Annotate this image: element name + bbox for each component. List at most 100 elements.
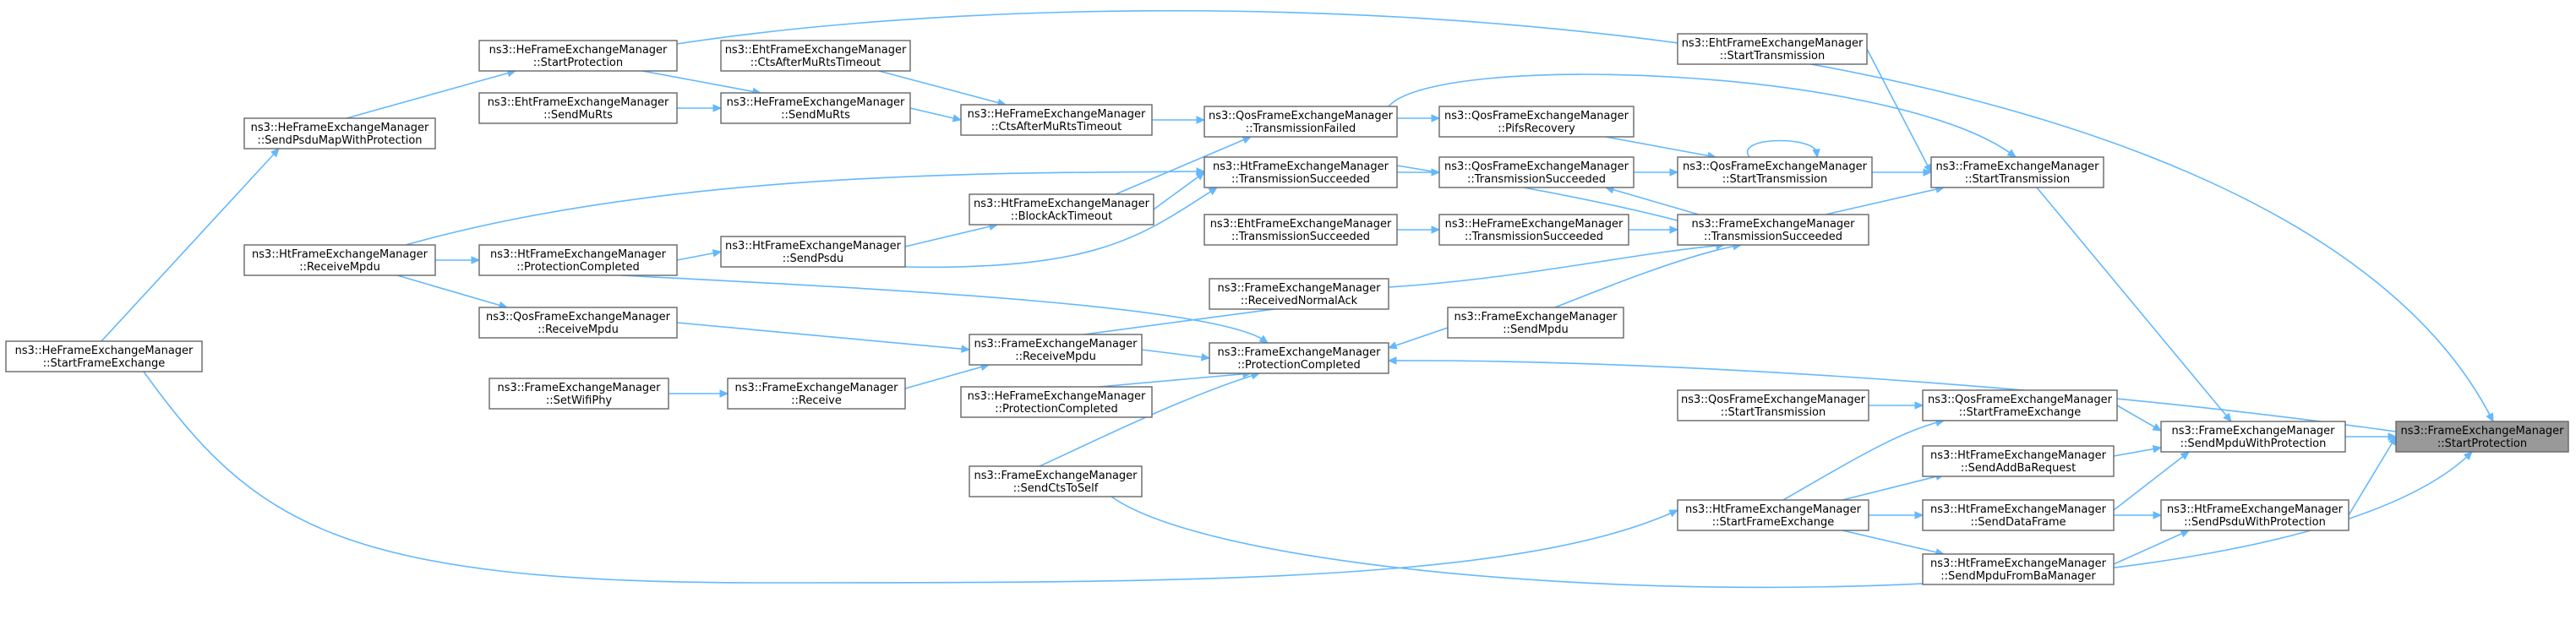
node-feSendMpduWithProtection[interactable]: ns3::FrameExchangeManager::SendMpduWithP…: [2160, 421, 2346, 453]
node-htSendAddBaRequest[interactable]: ns3::HtFrameExchangeManager::SendAddBaRe…: [1922, 445, 2115, 477]
node-htSendPsduWithProtection[interactable]: ns3::HtFrameExchangeManager::SendPsduWit…: [2160, 499, 2350, 531]
node-ehtSendMuRts[interactable]: ns3::EhtFrameExchangeManager::SendMuRts: [478, 92, 678, 124]
node-feSendMpdu[interactable]: ns3::FrameExchangeManager::SendMpdu: [1447, 307, 1624, 339]
node-label-line1: ns3::QosFrameExchangeManager: [1209, 110, 1394, 122]
edge-heStartFrameExchange-to-htStartFrameExchange: [143, 371, 1678, 584]
edge-heSendPsduMapWithProtection-to-heStartProtection: [346, 70, 516, 119]
edge-htReceiveMpdu-to-qosReceiveMpdu: [396, 274, 508, 308]
node-htSendDataFrame[interactable]: ns3::HtFrameExchangeManager::SendDataFra…: [1922, 499, 2115, 531]
node-box: [478, 307, 678, 339]
arrowhead-htReceiveMpdu-to-htTransmissionSucceeded: [1196, 167, 1206, 176]
node-label-line1: ns3::HeFrameExchangeManager: [489, 44, 668, 57]
node-feSendCtsToSelf[interactable]: ns3::FrameExchangeManager::SendCtsToSelf: [969, 465, 1143, 497]
node-heStartProtection[interactable]: ns3::HeFrameExchangeManager::StartProtec…: [478, 40, 678, 72]
node-feReceive[interactable]: ns3::FrameExchangeManager::Receive: [727, 378, 906, 410]
edge-feStartTransmission-to-feSendMpduWithProtection: [2036, 187, 2232, 422]
node-htReceiveMpdu[interactable]: ns3::HtFrameExchangeManager::ReceiveMpdu: [243, 244, 436, 276]
node-ehtCtsAfterMuRtsTimeout[interactable]: ns3::EhtFrameExchangeManager::CtsAfterMu…: [720, 40, 911, 72]
node-box: [2395, 421, 2569, 453]
node-box: [969, 334, 1143, 366]
edge-htReceiveMpdu-to-htTransmissionSucceeded: [405, 171, 1205, 246]
node-htSendPsdu[interactable]: ns3::HtFrameExchangeManager::SendPsdu: [720, 236, 906, 268]
node-label-line2: ::StartTransmission: [1721, 406, 1826, 419]
node-qosTransmissionFailed[interactable]: ns3::QosFrameExchangeManager::Transmissi…: [1203, 106, 1398, 138]
edge-htSendPsdu-to-htTransmissionSucceeded: [904, 187, 1218, 269]
arrowhead-qosTransmissionFailed-to-qosPifsRecovery: [1431, 114, 1441, 122]
node-label-line2: ::StartFrameExchange: [1959, 406, 2082, 419]
node-ehtStartTransmission[interactable]: ns3::EhtFrameExchangeManager::StartTrans…: [1677, 33, 1868, 65]
node-label-line1: ns3::HeFrameExchangeManager: [15, 345, 194, 357]
node-qosStartTransmission2[interactable]: ns3::QosFrameExchangeManager::StartTrans…: [1677, 389, 1869, 421]
node-label-line1: ns3::HtFrameExchangeManager: [1930, 557, 2107, 570]
node-label-line2: ::Receive: [791, 394, 842, 407]
node-label-line2: ::TransmissionSucceeded: [1704, 231, 1842, 243]
node-label-line1: ns3::FrameExchangeManager: [734, 382, 898, 394]
edge-htSendPsduWithProtection-to-root: [2348, 436, 2397, 516]
node-feReceiveMpdu[interactable]: ns3::FrameExchangeManager::ReceiveMpdu: [969, 334, 1143, 366]
node-feSetWifiPhy[interactable]: ns3::FrameExchangeManager::SetWifiPhy: [488, 378, 669, 410]
node-box: [1438, 106, 1635, 138]
edge-qosPifsRecovery-to-qosStartTransmission: [1605, 136, 1716, 158]
node-heCtsAfterMuRtsTimeout[interactable]: ns3::HeFrameExchangeManager::CtsAfterMuR…: [960, 104, 1153, 136]
edge-heSendMuRts-to-heCtsAfterMuRtsTimeout: [909, 107, 962, 121]
node-label-line2: ::StartTransmission: [1720, 50, 1826, 62]
arrowhead-heStartFrameExchange-to-htStartFrameExchange: [1668, 509, 1679, 518]
node-qosPifsRecovery[interactable]: ns3::QosFrameExchangeManager::PifsRecove…: [1438, 106, 1635, 138]
node-label-line2: ::ReceivedNormalAck: [1241, 295, 1358, 307]
node-qosReceiveMpdu[interactable]: ns3::QosFrameExchangeManager::ReceiveMpd…: [478, 307, 678, 339]
node-feStartTransmission[interactable]: ns3::FrameExchangeManager::StartTransmis…: [1930, 156, 2104, 188]
node-label-line1: ns3::HeFrameExchangeManager: [1445, 218, 1624, 231]
node-label-line1: ns3::EhtFrameExchangeManager: [488, 96, 669, 109]
node-label-line2: ::SetWifiPhy: [546, 394, 613, 407]
node-label-line1: ns3::FrameExchangeManager: [1217, 346, 1381, 359]
edge-heStartProtection-to-heSendMuRts: [641, 70, 761, 94]
node-htTransmissionSucceeded[interactable]: ns3::HtFrameExchangeManager::Transmissio…: [1203, 156, 1398, 188]
node-htSendMpduFromBaManager[interactable]: ns3::HtFrameExchangeManager::SendMpduFro…: [1922, 553, 2115, 585]
node-htBlockAckTimeout[interactable]: ns3::HtFrameExchangeManager::BlockAckTim…: [969, 193, 1154, 226]
node-qosTransmissionSucceeded[interactable]: ns3::QosFrameExchangeManager::Transmissi…: [1438, 156, 1635, 188]
node-label-line1: ns3::HtFrameExchangeManager: [1685, 503, 1862, 516]
node-qosStartTransmission[interactable]: ns3::QosFrameExchangeManager::StartTrans…: [1677, 156, 1873, 188]
node-heSendPsduMapWithProtection[interactable]: ns3::HeFrameExchangeManager::SendPsduMap…: [243, 117, 436, 149]
node-label-line1: ns3::HeFrameExchangeManager: [251, 122, 429, 134]
node-heTransmissionSucceeded[interactable]: ns3::HeFrameExchangeManager::Transmissio…: [1438, 214, 1629, 246]
node-label-line2: ::SendMpdu: [1503, 323, 1568, 336]
arrowhead-htBlockAckTimeout-to-qosTransmissionFailed: [1242, 136, 1253, 144]
node-label-line1: ns3::HtFrameExchangeManager: [490, 248, 667, 261]
node-label-line1: ns3::EhtFrameExchangeManager: [1210, 218, 1392, 231]
node-box: [1922, 445, 2115, 477]
node-box: [969, 193, 1154, 226]
node-ehtTransmissionSucceeded[interactable]: ns3::EhtFrameExchangeManager::Transmissi…: [1203, 214, 1398, 246]
node-label-line2: ::SendMuRts: [543, 109, 613, 122]
node-qosStartFrameExchange[interactable]: ns3::QosFrameExchangeManager::StartFrame…: [1922, 389, 2118, 421]
node-feTransmissionSucceeded[interactable]: ns3::FrameExchangeManager::TransmissionS…: [1677, 214, 1869, 246]
arrowhead-feProtectionCompleted-to-root: [1387, 356, 1397, 365]
node-heStartFrameExchange[interactable]: ns3::HeFrameExchangeManager::StartFrameE…: [5, 340, 203, 372]
node-label-line1: ns3::HtFrameExchangeManager: [1930, 503, 2107, 516]
node-label-line1: ns3::HtFrameExchangeManager: [252, 248, 428, 261]
node-box: [1447, 307, 1624, 339]
node-box: [1203, 214, 1398, 246]
node-heSendMuRts[interactable]: ns3::HeFrameExchangeManager::SendMuRts: [720, 92, 911, 124]
node-heProtectionCompleted[interactable]: ns3::HeFrameExchangeManager::ProtectionC…: [960, 386, 1153, 418]
edge-feSendMpdu-to-feProtectionCompleted: [1388, 327, 1449, 349]
arrowhead-htSendPsdu-to-htTransmissionSucceeded: [1208, 187, 1219, 196]
node-htStartFrameExchange[interactable]: ns3::HtFrameExchangeManager::StartFrameE…: [1677, 499, 1869, 531]
node-htProtectionCompleted[interactable]: ns3::HtFrameExchangeManager::ProtectionC…: [478, 244, 678, 276]
arrowhead-feReceiveMpdu-to-feProtectionCompleted: [1200, 353, 1211, 361]
arrowhead-heCtsAfterMuRtsTimeout-to-qosTransmissionFailed: [1196, 116, 1206, 124]
node-label-line2: ::StartProtection: [2437, 438, 2527, 450]
node-feProtectionCompleted[interactable]: ns3::FrameExchangeManager::ProtectionCom…: [1209, 342, 1389, 374]
arrowhead-htStartFrameExchange-to-htSendDataFrame: [1914, 511, 1924, 519]
node-label-line1: ns3::FrameExchangeManager: [497, 382, 661, 394]
node-label-line2: ::TransmissionSucceeded: [1231, 173, 1370, 186]
arrowhead-qosStartFrameExchange-to-feSendMpduWithProtection: [2152, 423, 2163, 432]
node-root[interactable]: ns3::FrameExchangeManager::StartProtecti…: [2395, 421, 2569, 453]
edge-feTransmissionSucceeded-to-feStartTransmission: [1825, 187, 1945, 215]
node-feReceivedNormalAck[interactable]: ns3::FrameExchangeManager::ReceivedNorma…: [1209, 278, 1389, 310]
node-label-line2: ::SendMuRts: [781, 109, 850, 122]
node-label-line2: ::SendAddBaRequest: [1961, 462, 2076, 475]
node-label-line2: ::StartFrameExchange: [1712, 516, 1835, 529]
arrowhead-feStartTransmission-to-feSendMpduWithProtection: [2223, 412, 2232, 422]
arrowhead-ehtSendMuRts-to-heSendMuRts: [712, 104, 723, 112]
